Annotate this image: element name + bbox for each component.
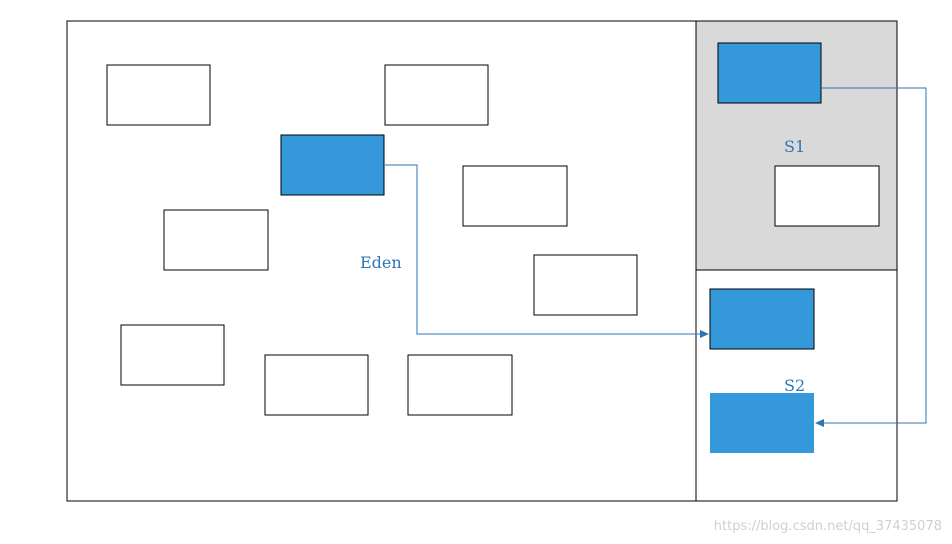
eden-live-object — [280, 134, 385, 196]
eden-object — [462, 165, 568, 227]
s1-label: S1 — [784, 137, 805, 156]
eden-object — [264, 354, 369, 416]
eden-object — [163, 209, 269, 271]
watermark: https://blog.csdn.net/qq_37435078 — [714, 519, 942, 534]
s2-copied-object-from-eden — [709, 288, 815, 350]
s1-live-object — [717, 42, 822, 104]
eden-to-s2-arrow — [385, 164, 709, 338]
eden-object — [533, 254, 638, 316]
s1-object — [774, 165, 880, 227]
eden-object — [120, 324, 225, 386]
s2-copied-object-from-s1 — [710, 393, 814, 453]
s2-label: S2 — [784, 376, 805, 395]
eden-object — [407, 354, 513, 416]
eden-object — [384, 64, 489, 126]
s1-to-s2-arrow — [815, 87, 927, 427]
eden-label: Eden — [360, 253, 402, 272]
eden-object — [106, 64, 211, 126]
